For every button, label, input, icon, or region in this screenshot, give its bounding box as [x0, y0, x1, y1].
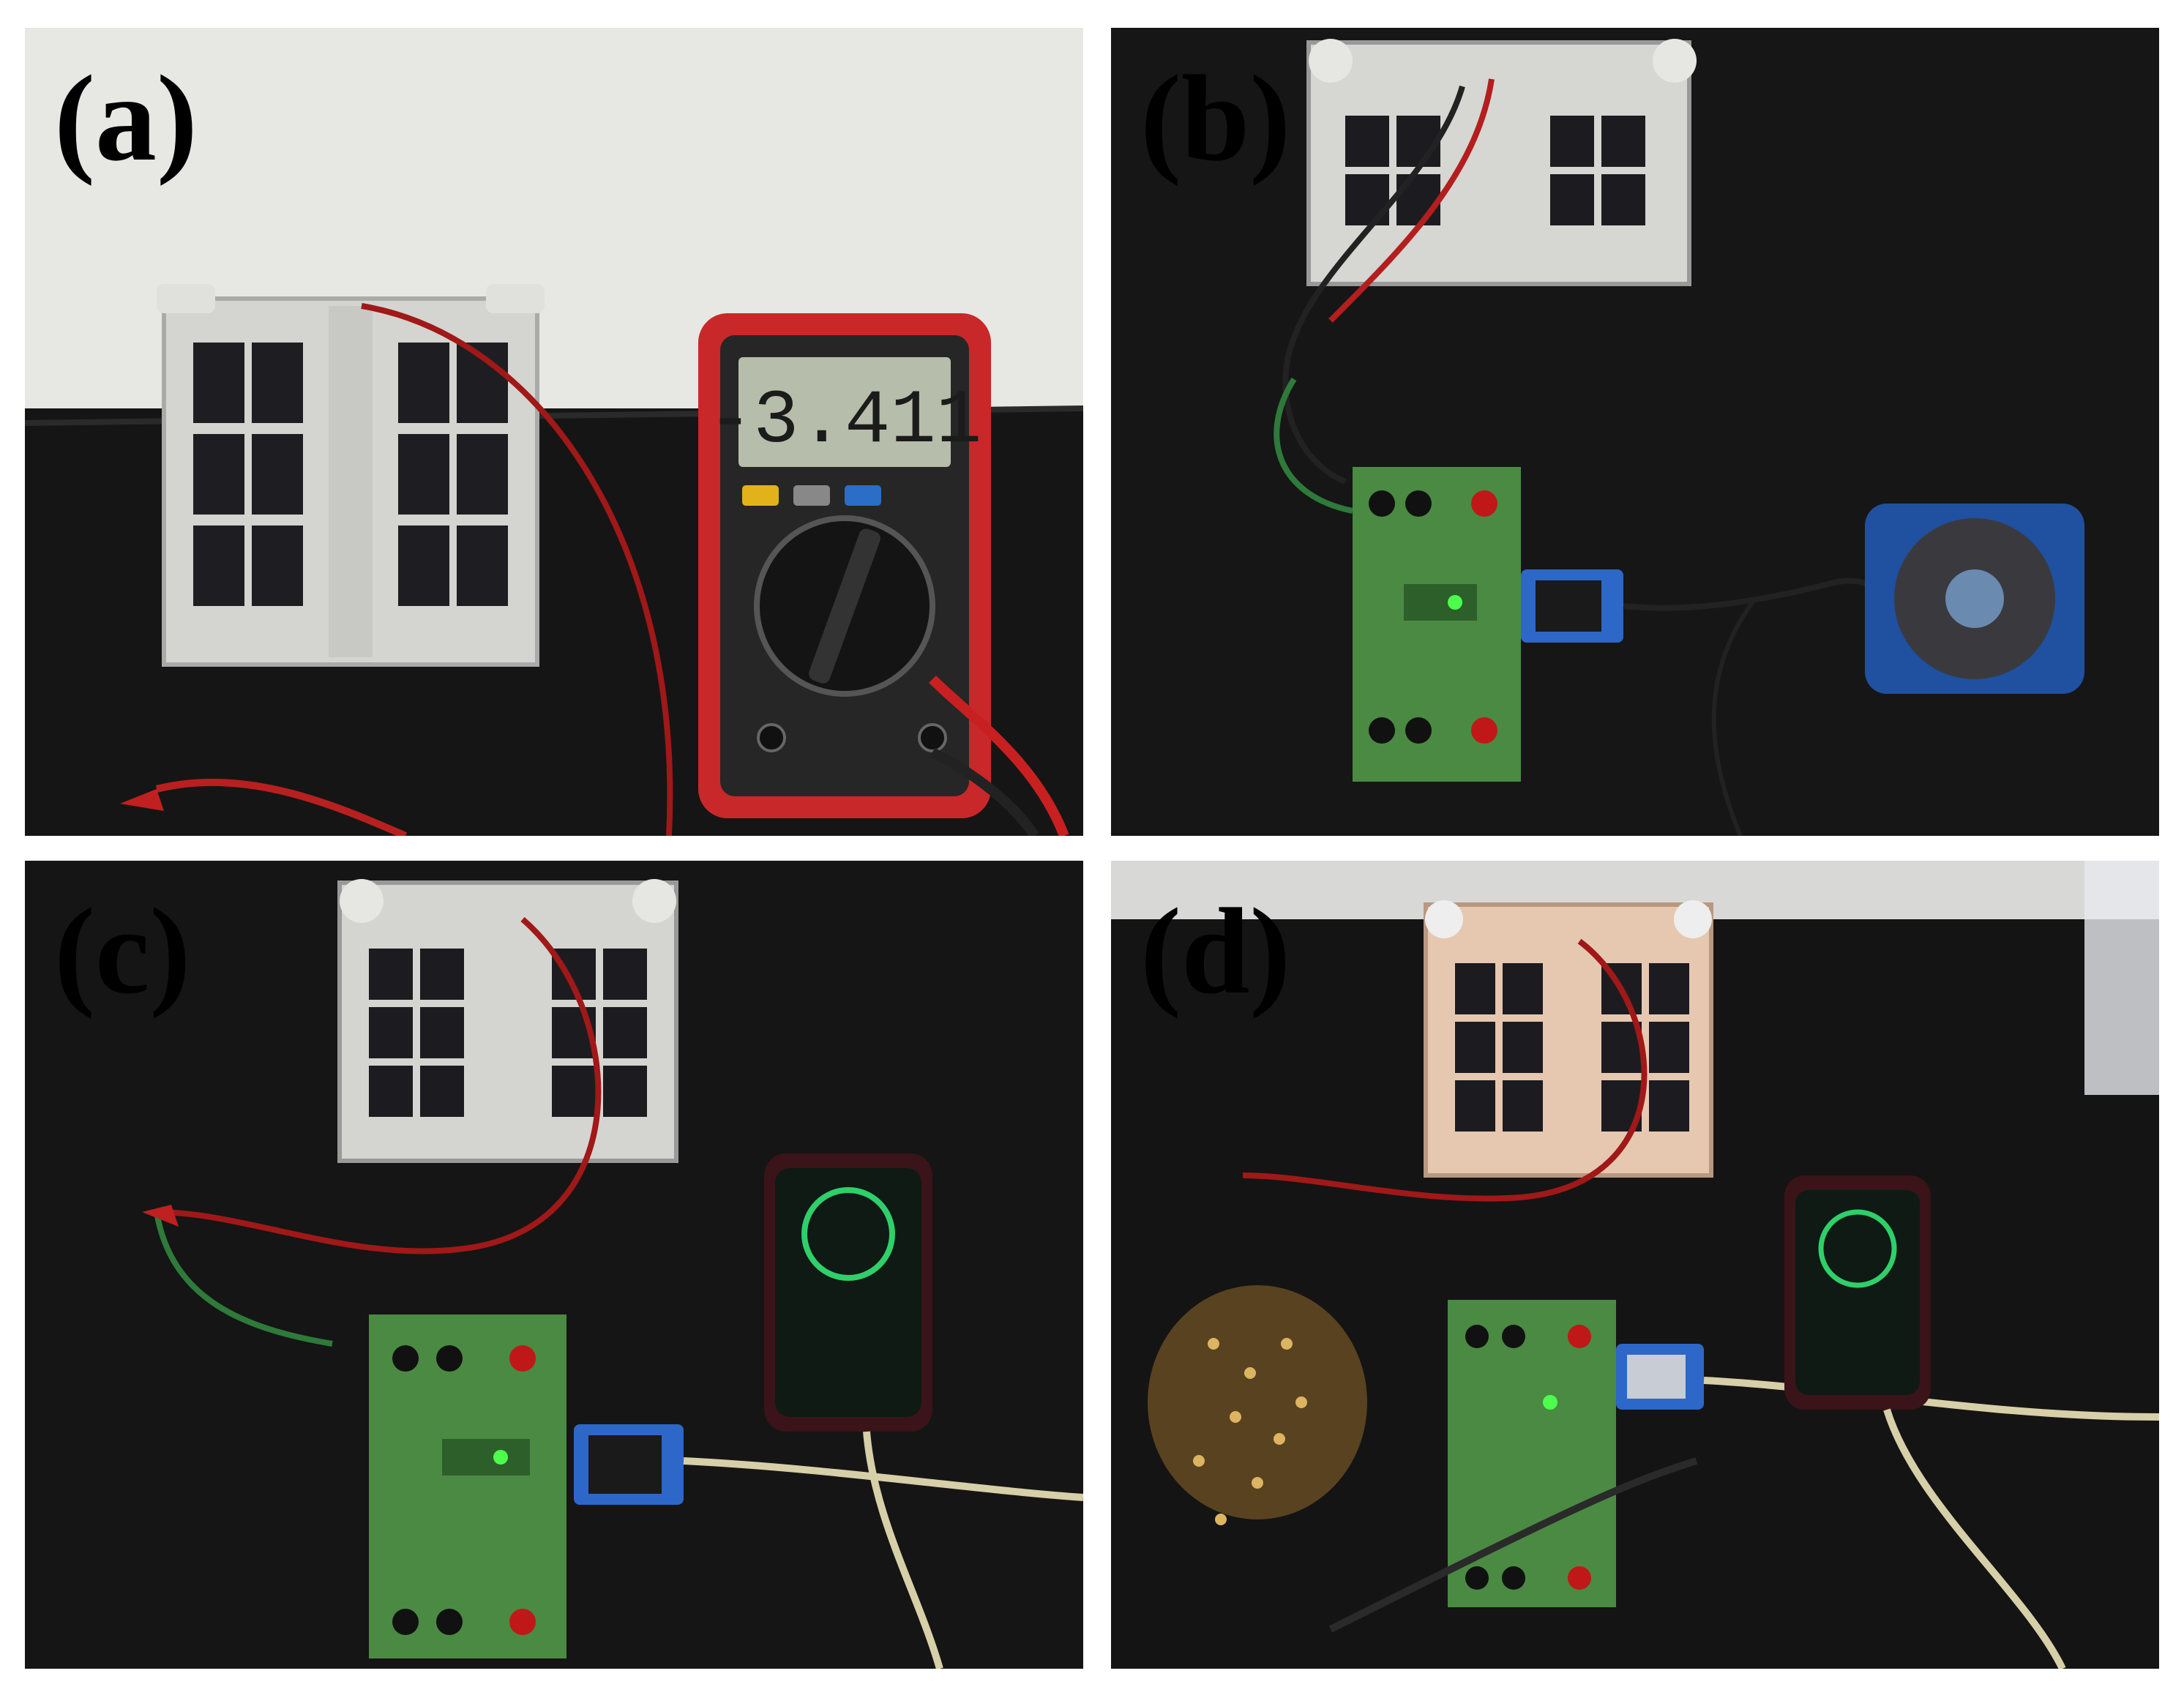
photo-c	[25, 861, 1083, 1669]
panel-d: (d)	[1111, 861, 2159, 1669]
photo-a: -3.411	[25, 28, 1083, 836]
multimeter: -3.411	[698, 313, 991, 818]
fairy-lights	[1148, 1285, 1367, 1525]
panel-label-b: (b)	[1140, 51, 1291, 187]
cpu-fan	[1865, 504, 2084, 694]
panel-c: (c)	[25, 861, 1083, 1669]
panel-label-d: (d)	[1140, 883, 1291, 1020]
smartphone	[1784, 1175, 1931, 1410]
photo-d	[1111, 861, 2159, 1669]
solar-cell-frame	[337, 879, 678, 1163]
panel-label-c: (c)	[54, 883, 191, 1020]
panel-a: (a) -3.411	[25, 28, 1083, 836]
solar-cell-frame	[1306, 39, 1697, 286]
multimeter-reading: -3.411	[708, 378, 981, 465]
solar-cell-frame	[1424, 900, 1713, 1178]
photo-b	[1111, 28, 2159, 836]
panel-label-a: (a)	[54, 51, 198, 187]
pcb-board	[369, 1314, 566, 1658]
panel-b: (b)	[1111, 28, 2159, 836]
solar-cell-frame	[157, 284, 545, 667]
smartphone	[764, 1153, 932, 1432]
